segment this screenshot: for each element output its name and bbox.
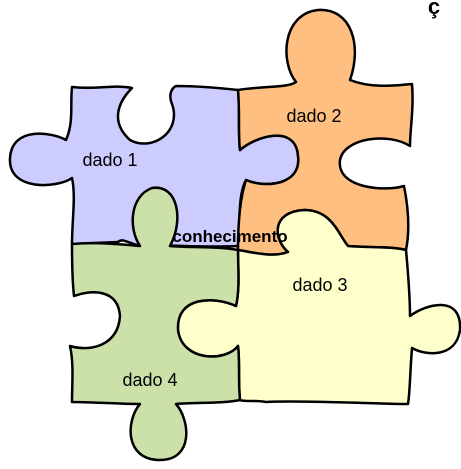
corner-mark: ç — [428, 0, 440, 19]
piece-label-dado-4: dado 4 — [122, 370, 177, 390]
puzzle-piece-dado-2 — [236, 8, 414, 256]
puzzle-piece-dado-4 — [68, 186, 242, 462]
piece-label-dado-3: dado 3 — [292, 275, 347, 295]
piece-label-dado-1: dado 1 — [82, 150, 137, 170]
center-label: conhecimento — [172, 227, 287, 246]
piece-label-dado-2: dado 2 — [286, 106, 341, 126]
